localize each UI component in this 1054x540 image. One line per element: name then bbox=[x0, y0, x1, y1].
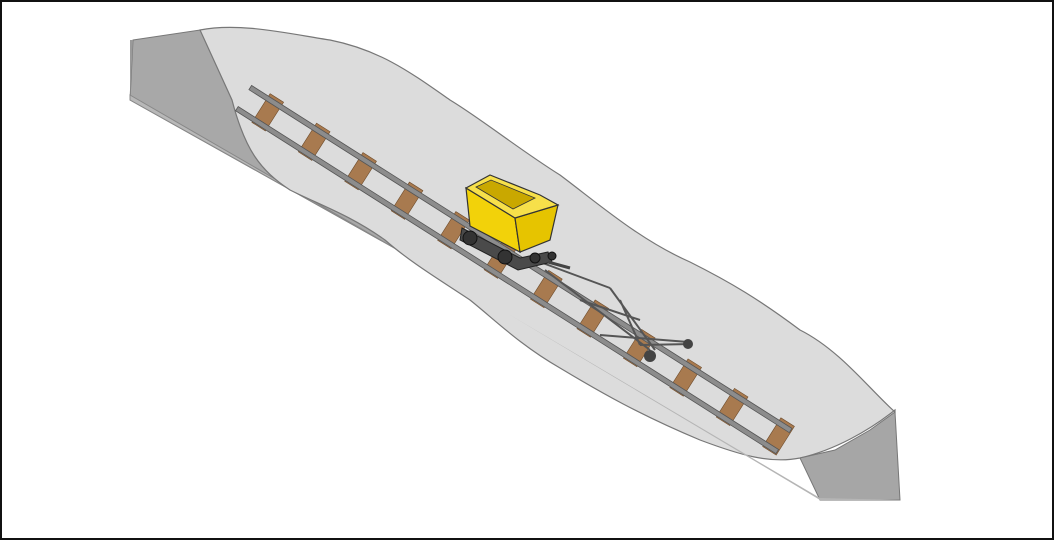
cart-wheel-2 bbox=[498, 250, 512, 264]
ground-top-surface bbox=[200, 27, 895, 460]
device-wheel-right bbox=[683, 339, 693, 349]
cart-wheel-4 bbox=[548, 252, 556, 260]
device-wheel-left bbox=[644, 350, 656, 362]
cart-wheel-3 bbox=[530, 253, 540, 263]
cart-wheel-1 bbox=[463, 231, 477, 245]
